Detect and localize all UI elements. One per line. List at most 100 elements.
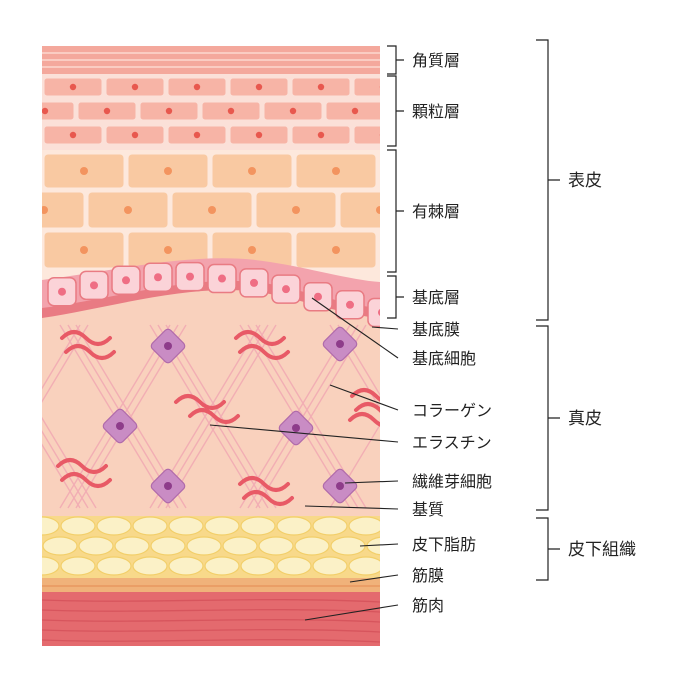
collagen-fiber xyxy=(350,388,380,402)
spinous-cell-nucleus xyxy=(124,206,132,214)
fat-cell xyxy=(348,516,380,536)
fibroblast-nucleus xyxy=(336,340,344,348)
spinous-cell xyxy=(42,191,85,229)
spinous-cell-nucleus xyxy=(164,167,172,175)
spinous-cell-nucleus xyxy=(80,246,88,254)
basal-cell-nucleus xyxy=(378,308,380,316)
basal-cell-nucleus xyxy=(250,278,258,287)
fat-cell xyxy=(78,536,114,556)
granular-cell-nucleus xyxy=(103,107,111,115)
fat-cell xyxy=(240,556,276,576)
collagen-fiber xyxy=(234,330,286,346)
fibroblast-nucleus xyxy=(164,482,172,490)
fat-cell xyxy=(132,556,168,576)
layer-labels: 角質層 顆粒層 有棘層 基底層 基底膜 基底細胞 コラーゲン エラスチン 繊維芽… xyxy=(412,51,492,615)
spinous-cell-nucleus xyxy=(416,167,424,175)
collagen-fiber xyxy=(56,458,108,474)
fat-cell xyxy=(276,516,312,536)
granular-cell-nucleus xyxy=(193,83,201,91)
label-subcutis: 皮下組織 xyxy=(568,540,636,560)
collagen-fiber xyxy=(188,408,240,424)
label-stratum-granulosum: 顆粒層 xyxy=(412,102,460,121)
label-fascia: 筋膜 xyxy=(412,566,444,585)
collagen-fiber xyxy=(242,490,294,506)
fat-cell xyxy=(60,516,96,536)
leader-lines xyxy=(209,297,399,621)
label-ground-substance: 基質 xyxy=(412,500,444,519)
fibroblast-nucleus xyxy=(336,482,344,490)
fat-cell xyxy=(186,536,222,556)
basal-cell-nucleus xyxy=(186,272,194,281)
granular-cell-nucleus xyxy=(227,107,235,115)
fat-cell xyxy=(240,516,276,536)
fat-cell xyxy=(42,556,60,576)
spinous-cell-nucleus xyxy=(332,167,340,175)
basal-cell-nucleus xyxy=(218,274,226,283)
group-labels: 表皮 真皮 皮下組織 xyxy=(568,171,636,560)
label-elastin: エラスチン xyxy=(412,433,492,452)
label-stratum-basale: 基底層 xyxy=(412,288,460,307)
granular-cell-nucleus xyxy=(317,83,325,91)
spinous-cell-nucleus xyxy=(208,206,216,214)
label-basement-membrane: 基底膜 xyxy=(412,320,460,339)
collagen-fiber xyxy=(348,412,380,427)
granular-cell-nucleus xyxy=(351,107,359,115)
spinous-cell-nucleus xyxy=(376,206,380,214)
granular-cell-nucleus xyxy=(379,85,380,89)
fibroblast-nucleus xyxy=(292,424,300,432)
dermis-bg xyxy=(42,271,380,516)
basal-cell-nucleus xyxy=(122,276,130,285)
label-stratum-corneum: 角質層 xyxy=(412,51,460,70)
fat-cell xyxy=(204,516,240,536)
collagen-fiber xyxy=(64,344,116,360)
granular-cell-nucleus xyxy=(69,83,77,91)
basal-cell-nucleus xyxy=(314,292,322,301)
fat-cell xyxy=(312,516,348,536)
collagen-fiber xyxy=(238,344,290,360)
basal-cell-nucleus xyxy=(346,300,354,309)
collagen-fiber xyxy=(174,394,226,410)
label-collagen: コラーゲン xyxy=(412,401,492,420)
fat-cell xyxy=(132,516,168,536)
granular-cell-nucleus xyxy=(42,107,49,115)
granular-cell-nucleus xyxy=(131,131,139,139)
granular-cell-nucleus xyxy=(255,131,263,139)
fat-cell xyxy=(42,536,78,556)
granular-cell xyxy=(353,77,380,97)
granular-cell-nucleus xyxy=(69,131,77,139)
fat-cell xyxy=(366,536,380,556)
fat-cells xyxy=(42,516,380,576)
granular-cell-nucleus xyxy=(289,107,297,115)
group-brackets xyxy=(536,39,560,581)
spinous-cell xyxy=(379,155,380,187)
label-muscle: 筋肉 xyxy=(412,596,444,615)
collagen-fibers xyxy=(56,330,380,506)
granular-cell-nucleus xyxy=(193,131,201,139)
stratum-spinosum-layer xyxy=(42,153,424,269)
basal-cell-nucleus xyxy=(154,273,162,282)
fat-cell xyxy=(96,556,132,576)
spinous-cell-nucleus xyxy=(292,206,300,214)
spinous-cell-nucleus xyxy=(416,246,424,254)
granular-cell-nucleus xyxy=(379,133,380,137)
collagen-fiber xyxy=(60,472,112,488)
muscle-fibers xyxy=(42,599,380,643)
label-basal-cell: 基底細胞 xyxy=(412,349,476,368)
label-subcutaneous-fat: 皮下脂肪 xyxy=(412,535,476,554)
layer-brackets xyxy=(387,45,404,319)
label-stratum-spinosum: 有棘層 xyxy=(412,202,460,221)
stratum-granulosum-layer xyxy=(42,77,380,145)
fat-cell xyxy=(222,536,258,556)
fat-cell xyxy=(60,556,96,576)
stratum-corneum-layer xyxy=(42,46,380,74)
fat-cell xyxy=(42,516,60,536)
basal-cells xyxy=(47,261,380,328)
spinous-cell-nucleus xyxy=(80,167,88,175)
fat-cell xyxy=(294,536,330,556)
granular-cell-nucleus xyxy=(317,131,325,139)
fat-cell xyxy=(348,556,380,576)
basal-cell xyxy=(367,297,380,328)
fibroblast-nucleus xyxy=(164,342,172,350)
fat-cell xyxy=(168,516,204,536)
